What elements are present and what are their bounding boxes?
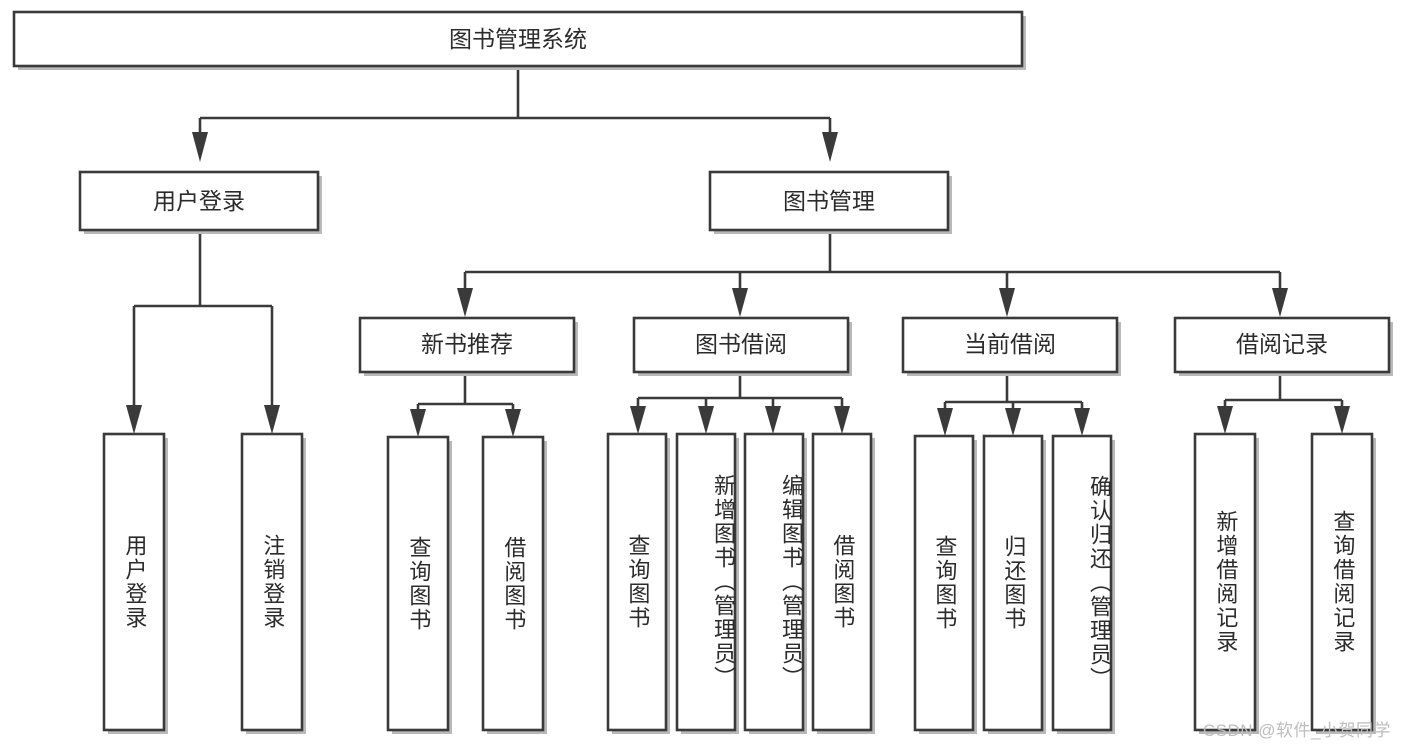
arrow-head-borrowrecord-leaf-2	[1334, 406, 1350, 434]
arrow-head-to-user-login	[192, 132, 208, 162]
arrow-head-to-book-manage	[822, 132, 838, 162]
node-root-label: 图书管理系统	[449, 26, 587, 52]
node-leaf-nbr-borrow-book[interactable]	[481, 435, 547, 734]
node-leaf-cb-return-book-box[interactable]	[982, 434, 1044, 732]
node-leaf-nbr-query-book[interactable]	[386, 435, 452, 734]
edges-userlogin-to-leaves	[126, 232, 280, 434]
node-leaf-cb-query-book-box[interactable]	[913, 434, 975, 732]
node-leaf-br-add-record-box[interactable]	[1193, 432, 1257, 732]
arrow-head-newbook-leaf-2	[505, 409, 521, 437]
node-leaf-br-query-record-box[interactable]	[1310, 432, 1374, 732]
node-leaf-bb-query-book[interactable]	[606, 432, 670, 734]
node-user-login-label: 用户登录	[153, 188, 245, 214]
node-leaf-cb-confirm-return-box[interactable]	[1051, 434, 1113, 732]
node-new-book-recommend-label: 新书推荐	[421, 331, 513, 357]
node-current-borrow-box[interactable]	[901, 316, 1119, 374]
edges-currentborrow-to-leaves	[937, 375, 1090, 436]
node-book-borrow-label: 图书借阅	[695, 331, 787, 357]
node-borrow-record-box[interactable]	[1173, 316, 1391, 374]
arrow-head-bookborrow-leaf-3	[765, 406, 781, 434]
node-leaf-nbr-borrow-book-box[interactable]	[481, 435, 545, 732]
arrow-head-leaf-logout	[264, 405, 280, 434]
node-book-borrow[interactable]: 图书借阅	[632, 316, 852, 376]
node-leaf-bb-query-book-box[interactable]	[606, 432, 668, 732]
node-leaf-nbr-query-book-box[interactable]	[386, 435, 450, 732]
arrow-head-currentborrow-leaf-3	[1074, 408, 1090, 436]
node-leaf-br-add-record[interactable]	[1193, 432, 1259, 734]
node-root-box[interactable]	[12, 10, 1024, 68]
node-leaf-bb-borrow-book[interactable]	[811, 432, 875, 734]
node-borrow-record[interactable]: 借阅记录	[1173, 316, 1393, 376]
node-new-book-recommend[interactable]: 新书推荐	[358, 316, 578, 376]
arrow-head-to-current-borrow	[999, 288, 1015, 317]
node-leaf-bb-add-book-box[interactable]	[675, 432, 737, 732]
arrow-head-newbook-leaf-1	[410, 409, 426, 437]
node-book-manage-box[interactable]	[708, 170, 950, 232]
edges-bookmanage-to-level3	[457, 232, 1288, 317]
node-new-book-recommend-box[interactable]	[358, 316, 576, 374]
node-leaf-user-login-box[interactable]	[102, 432, 166, 732]
edges-root-to-level2	[192, 66, 838, 162]
node-borrow-record-label: 借阅记录	[1236, 331, 1328, 357]
node-current-borrow[interactable]: 当前借阅	[901, 316, 1121, 376]
node-leaf-cb-return-book[interactable]	[982, 434, 1046, 734]
edges-bookborrow-to-leaves	[630, 375, 850, 434]
node-leaf-bb-edit-book-box[interactable]	[743, 432, 805, 732]
node-leaf-bb-add-book[interactable]	[675, 432, 739, 734]
arrow-head-bookborrow-leaf-4	[834, 406, 850, 434]
watermark-text: CSDN @软件_小贺同学	[1202, 721, 1391, 740]
edges-borrowrecord-to-leaves	[1217, 375, 1350, 434]
node-leaf-user-login[interactable]	[102, 432, 168, 734]
node-leaf-cb-confirm-return[interactable]	[1051, 434, 1115, 734]
arrow-head-leaf-user-login	[126, 405, 142, 434]
arrow-head-to-book-borrow	[732, 288, 748, 317]
edges-newbook-to-leaves	[410, 375, 521, 437]
node-leaf-bb-borrow-book-box[interactable]	[811, 432, 873, 732]
arrow-head-to-new-book	[457, 288, 473, 317]
node-leaf-br-query-record[interactable]	[1310, 432, 1376, 734]
node-leaf-cb-query-book[interactable]	[913, 434, 977, 734]
node-user-login-box[interactable]	[78, 170, 320, 232]
node-current-borrow-label: 当前借阅	[964, 331, 1056, 357]
node-book-manage-label: 图书管理	[783, 188, 875, 214]
arrow-head-borrowrecord-leaf-1	[1217, 406, 1233, 434]
node-leaf-logout-box[interactable]	[240, 432, 304, 732]
arrow-head-bookborrow-leaf-2	[698, 406, 714, 434]
arrow-head-to-borrow-record	[1272, 288, 1288, 317]
node-book-borrow-box[interactable]	[632, 316, 850, 374]
node-leaf-logout[interactable]	[240, 432, 306, 734]
node-user-login[interactable]: 用户登录	[78, 170, 322, 234]
arrow-head-currentborrow-leaf-2	[1005, 408, 1021, 436]
arrow-head-bookborrow-leaf-1	[630, 406, 646, 434]
node-root-system[interactable]: 图书管理系统	[12, 10, 1026, 70]
node-leaf-bb-edit-book[interactable]	[743, 432, 807, 734]
arrow-head-currentborrow-leaf-1	[937, 408, 953, 436]
node-book-manage[interactable]: 图书管理	[708, 170, 952, 234]
